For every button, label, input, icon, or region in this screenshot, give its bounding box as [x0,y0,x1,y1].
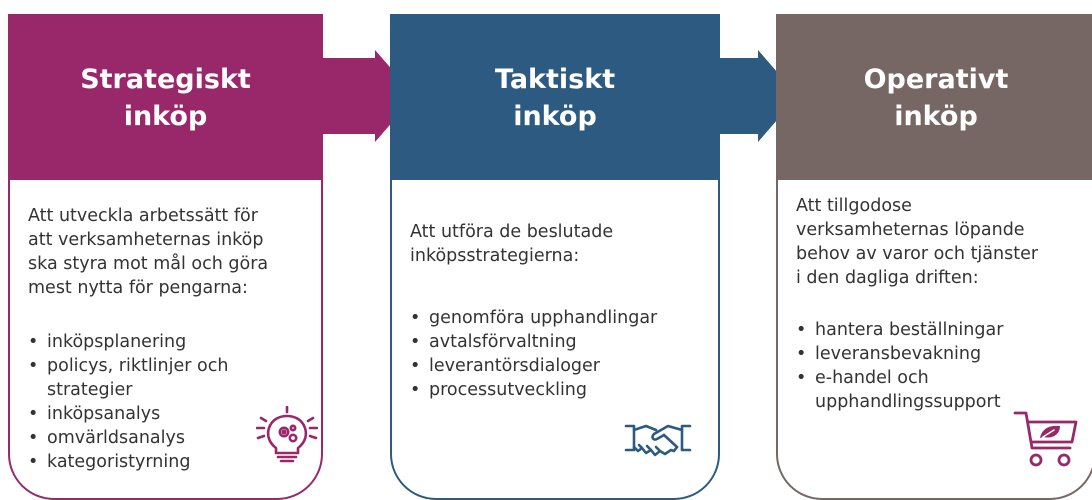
tactical-list: genomföra upphandlingar avtalsförvaltnin… [410,306,712,402]
list-item: kategoristyrning [28,450,315,474]
strategic-purchasing-card: Strategiskt inköp Att utveckla arbetssät… [8,14,323,500]
tactical-purchasing-card: Taktiskt inköp Att utföra de beslutade i… [390,14,720,500]
operative-header: Operativt inköp [778,16,1092,180]
list-item: avtalsförvaltning [410,330,712,354]
tactical-header: Taktiskt inköp [392,16,718,180]
tactical-intro: Att utföra de beslutade inköpsstrategier… [410,220,710,268]
intro-line: i den dagliga driften: [796,268,979,288]
operative-title-line1: Operativt [863,64,1009,95]
operative-intro: Att tillgodose verksamheternas löpande b… [796,194,1086,290]
operative-body: Att tillgodose verksamheternas löpande b… [778,180,1092,498]
intro-line: ska styra mot mål och göra [28,254,269,274]
lightbulb-gears-icon [256,406,318,463]
intro-line: Att utveckla arbetssätt för [28,206,258,226]
intro-line: Att tillgodose [796,196,912,216]
strategic-body: Att utveckla arbetssätt för att verksamh… [10,180,321,498]
intro-line: Att utföra de beslutade [410,222,614,242]
tactical-title-line1: Taktiskt [494,64,616,95]
strategic-intro: Att utveckla arbetssätt för att verksamh… [28,204,313,300]
list-item: leveransbevakning [796,342,1088,366]
intro-line: behov av varor och tjänster [796,244,1039,264]
intro-line: verksamheternas löpande [796,220,1025,240]
strategic-title-line1: Strategiskt [80,64,251,95]
list-item: inköpsplanering [28,330,315,354]
handshake-icon [624,424,692,457]
list-item: genomföra upphandlingar [410,306,712,330]
strategic-list: inköpsplanering policys, riktlinjer och … [28,330,315,474]
intro-line: inköpsstrategierna: [410,246,580,266]
list-item: omvärldsanalys [28,426,315,450]
shopping-cart-leaf-icon [1013,411,1078,467]
list-item: inköpsanalys [28,402,315,426]
operative-list: hantera beställningar leveransbevakning … [796,318,1088,414]
list-item: hantera beställningar [796,318,1088,342]
tactical-body: Att utföra de beslutade inköpsstrategier… [392,180,718,498]
intro-line: att verksamheternas inköp [28,230,264,250]
list-item: policys, riktlinjer och strategier [28,354,292,402]
strategic-header: Strategiskt inköp [10,16,321,180]
strategic-title-line2: inköp [123,101,208,132]
list-item: leverantörsdialoger [410,354,712,378]
intro-line: mest nytta för pengarna: [28,278,248,298]
list-item: e-handel och upphandlingssupport [796,366,1055,414]
operative-title-line2: inköp [894,101,978,132]
list-item: processutveckling [410,378,712,402]
tactical-title-line2: inköp [513,101,597,132]
operative-purchasing-card: Operativt inköp Att tillgodose verksamhe… [776,14,1092,500]
